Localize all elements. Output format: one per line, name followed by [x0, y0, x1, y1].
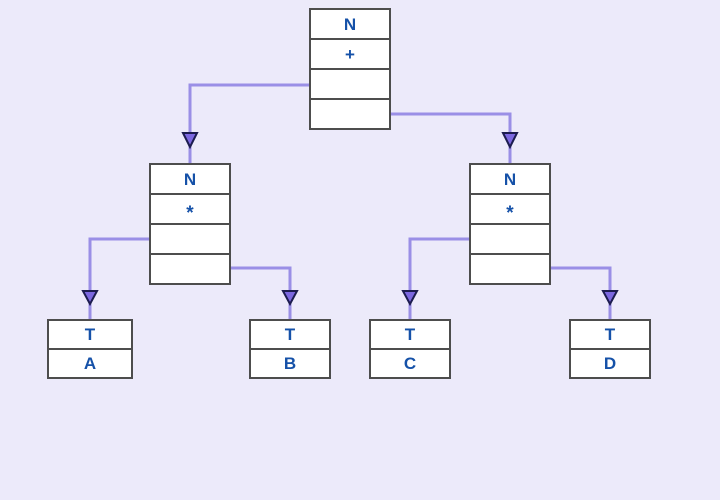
node-operator-label: +	[345, 45, 355, 64]
arrowheads-layer	[81, 132, 619, 307]
node-left-child: N *	[149, 163, 231, 285]
node-symbol-label: C	[404, 354, 416, 373]
node-leaf-c: T C	[369, 319, 451, 379]
node-operator-label: *	[186, 203, 194, 224]
arrowhead-down-icon	[401, 290, 419, 307]
node-kind-label: T	[85, 325, 96, 344]
node-symbol-label: A	[84, 354, 96, 373]
node-kind-label: T	[405, 325, 416, 344]
arrowhead-down-icon	[601, 290, 619, 307]
node-kind-label: N	[184, 170, 196, 189]
node-kind-label: N	[504, 170, 516, 189]
node-kind-label: N	[344, 15, 356, 34]
node-operator-label: *	[506, 203, 514, 224]
node-leaf-d: T D	[569, 319, 651, 379]
arrowhead-down-icon	[81, 290, 99, 307]
node-leaf-a: T A	[47, 319, 133, 379]
node-symbol-label: B	[284, 354, 296, 373]
node-symbol-label: D	[604, 354, 616, 373]
arrowhead-down-icon	[181, 132, 199, 150]
arrowhead-down-icon	[281, 290, 299, 307]
node-kind-label: T	[285, 325, 296, 344]
arrowhead-down-icon	[501, 132, 519, 150]
node-leaf-b: T B	[249, 319, 331, 379]
node-right-child: N *	[469, 163, 551, 285]
node-root: N +	[309, 8, 391, 130]
node-kind-label: T	[605, 325, 616, 344]
